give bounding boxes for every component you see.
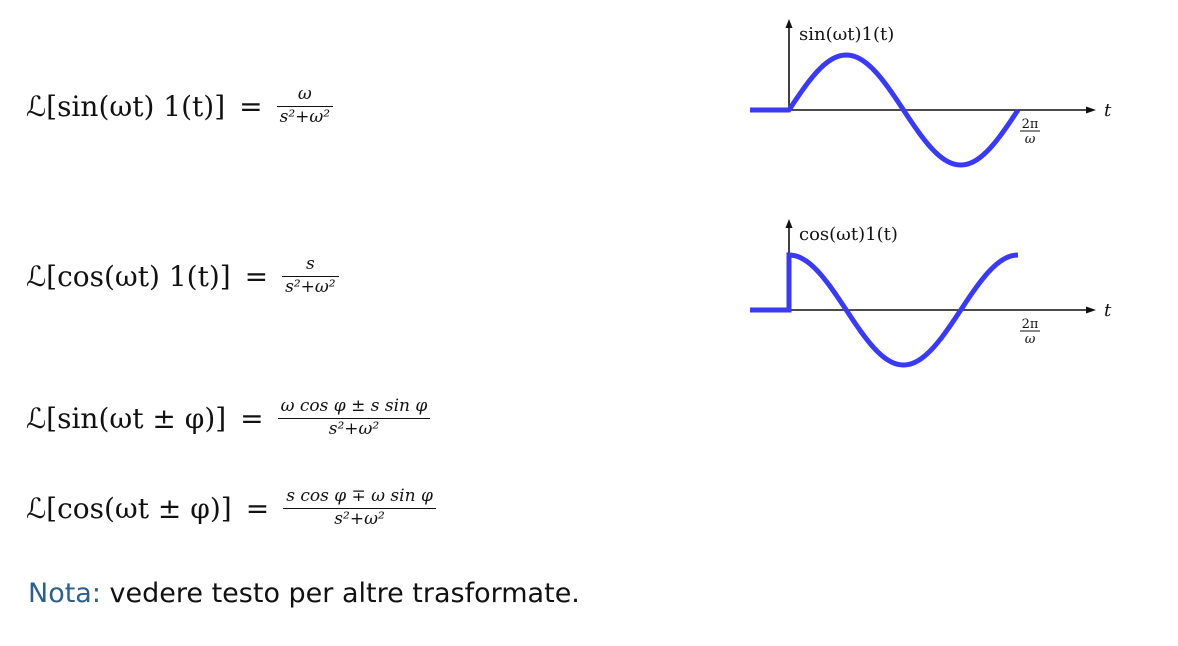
footnote: Nota: vedere testo per altre trasformate… — [28, 578, 580, 609]
fraction-bar — [283, 507, 436, 509]
y-axis-label: cos(ωt)1(t) — [799, 224, 898, 245]
fraction-bar — [277, 417, 431, 419]
equals-sign: = — [239, 89, 263, 123]
equals-sign: = — [244, 259, 269, 293]
formula-fraction: s s²+ω² — [282, 254, 339, 297]
fraction-bar — [276, 105, 334, 107]
fraction-denominator: s²+ω² — [334, 508, 385, 529]
tick-label-denominator: ω — [1025, 332, 1036, 347]
cos-curve — [750, 252, 1019, 368]
y-axis-arrow — [785, 19, 793, 28]
fraction-denominator: s²+ω² — [285, 276, 336, 297]
formula-lhs: ℒ[cos(ωt ± φ)] — [26, 491, 232, 525]
formula-lhs: ℒ[sin(ωt) 1(t)] — [26, 89, 226, 123]
tick-label-numerator: 2π — [1022, 317, 1039, 332]
sin-plot: sin(ωt)1(t) t 2π ω — [750, 19, 1112, 168]
x-axis-arrow — [1086, 306, 1096, 314]
y-axis-label: sin(ωt)1(t) — [799, 24, 894, 45]
equals-sign: = — [240, 401, 264, 435]
note-text: vedere testo per altre trasformate. — [109, 578, 580, 609]
cos-plot: cos(ωt)1(t) t 2π ω — [750, 219, 1112, 368]
fraction-numerator: s — [306, 254, 315, 274]
fraction-bar — [282, 275, 339, 277]
fraction-numerator: ω cos φ ± s sin φ — [280, 396, 428, 416]
sin-curve — [750, 52, 1021, 168]
x-axis-label: t — [1104, 300, 1112, 321]
x-axis-arrow — [1086, 106, 1096, 114]
fraction-denominator: s²+ω² — [279, 106, 331, 127]
formula-lhs: ℒ[cos(ωt) 1(t)] — [26, 259, 231, 293]
formula-fraction: ω cos φ ± s sin φ s²+ω² — [277, 396, 431, 439]
formula-fraction: s cos φ ∓ ω sin φ s²+ω² — [283, 486, 436, 529]
fraction-numerator: ω — [297, 84, 312, 104]
note-keyword: Nota: — [28, 578, 101, 609]
formula-laplace-sin: ℒ[sin(ωt) 1(t)] = ω s²+ω² — [26, 84, 334, 127]
fraction-denominator: s²+ω² — [328, 418, 380, 439]
formula-fraction: ω s²+ω² — [276, 84, 334, 127]
formula-lhs: ℒ[sin(ωt ± φ)] — [26, 401, 227, 435]
formula-laplace-cos-phase: ℒ[cos(ωt ± φ)] = s cos φ ∓ ω sin φ s²+ω² — [26, 486, 436, 529]
tick-label-numerator: 2π — [1022, 117, 1039, 132]
fraction-numerator: s cos φ ∓ ω sin φ — [286, 486, 433, 506]
y-axis-arrow — [785, 219, 793, 228]
x-axis-label: t — [1104, 100, 1112, 121]
formula-laplace-sin-phase: ℒ[sin(ωt ± φ)] = ω cos φ ± s sin φ s²+ω² — [26, 396, 431, 439]
formula-laplace-cos: ℒ[cos(ωt) 1(t)] = s s²+ω² — [26, 254, 339, 297]
equals-sign: = — [245, 491, 270, 525]
tick-label-denominator: ω — [1025, 132, 1036, 147]
